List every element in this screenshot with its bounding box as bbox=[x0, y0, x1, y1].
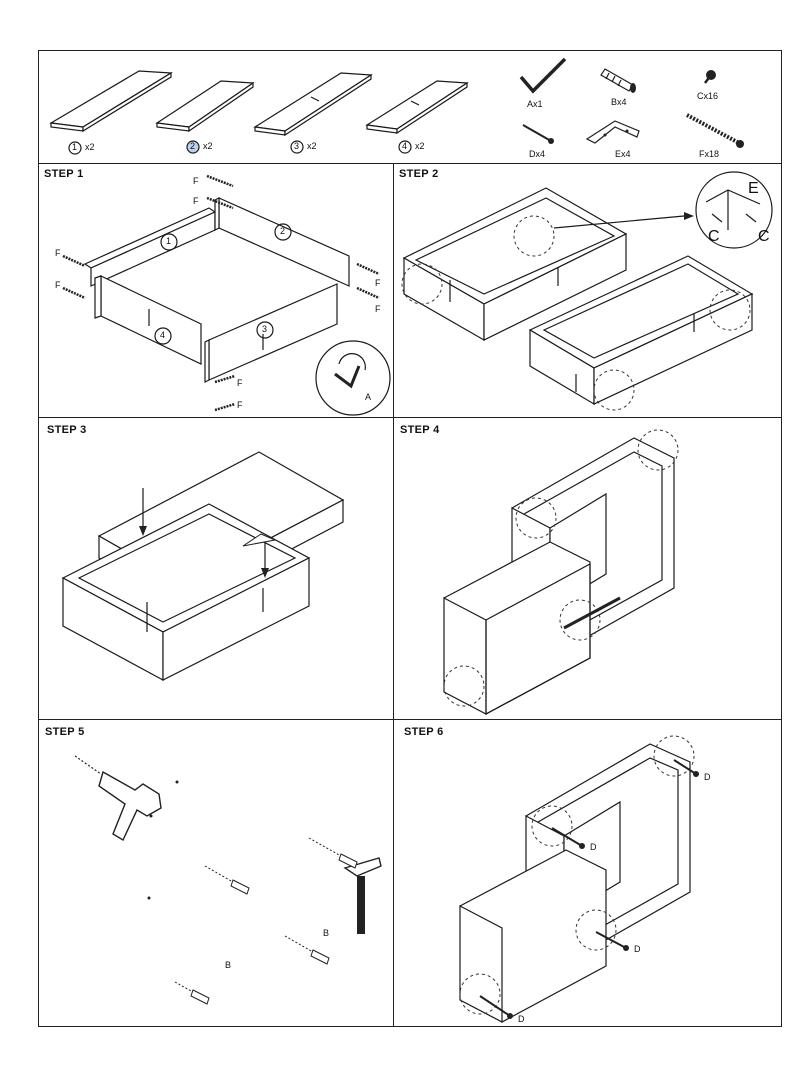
callout-f-1: F bbox=[193, 176, 199, 186]
step-4-panel: STEP 4 bbox=[394, 418, 783, 719]
hardware-d-label: Dx4 bbox=[529, 149, 546, 159]
panel-3-num: 3 bbox=[294, 141, 300, 151]
step-6-label: STEP 6 bbox=[404, 726, 444, 738]
callout-d-4: D bbox=[518, 1014, 525, 1024]
step-1-num-2: 2 bbox=[280, 226, 286, 236]
panel-4-drawing bbox=[365, 80, 469, 135]
step-3-label: STEP 3 bbox=[47, 424, 87, 436]
step-2-drawing bbox=[401, 171, 773, 411]
callout-f-8: F bbox=[237, 378, 243, 388]
step-6-drawing bbox=[459, 735, 699, 1023]
parts-section: 1 x2 2 x2 3 x2 4 x2 Ax1 Bx4 Cx16 Dx4 Ex4… bbox=[39, 51, 783, 163]
panel-2-num: 2 bbox=[190, 141, 196, 151]
cam-bolt-icon bbox=[686, 113, 744, 148]
step-5-drawing bbox=[74, 755, 382, 1005]
callout-e: E bbox=[748, 180, 759, 197]
hardware-f-label: Fx18 bbox=[699, 149, 720, 159]
drill-icon bbox=[74, 755, 162, 841]
panel-2-drawing bbox=[155, 80, 255, 133]
step-3-panel: STEP 3 bbox=[39, 418, 393, 719]
anchor-b-4 bbox=[174, 981, 210, 1005]
callout-b-1: B bbox=[323, 928, 330, 938]
hardware-b-label: Bx4 bbox=[611, 97, 627, 107]
panel-1-drawing bbox=[49, 70, 173, 133]
callout-a: A bbox=[365, 392, 372, 402]
panel-1-num: 1 bbox=[72, 142, 78, 152]
step-5-label: STEP 5 bbox=[45, 726, 85, 738]
step-5-panel: STEP 5 bbox=[39, 720, 393, 1028]
allen-key-icon bbox=[519, 57, 567, 94]
callout-d-2: D bbox=[590, 842, 597, 852]
hammer-icon bbox=[343, 857, 382, 934]
panel-3-qty: x2 bbox=[307, 141, 317, 151]
panel-3-drawing bbox=[253, 72, 373, 137]
panel-4-qty: x2 bbox=[415, 141, 425, 151]
wall-anchor-icon bbox=[600, 68, 636, 93]
step-2-label: STEP 2 bbox=[399, 168, 439, 180]
callout-f-5: F bbox=[375, 278, 381, 288]
panel-1-qty: x2 bbox=[85, 142, 95, 152]
anchor-b-1 bbox=[308, 837, 358, 869]
short-screw-icon bbox=[704, 70, 716, 84]
instruction-sheet: 1 x2 2 x2 3 x2 4 x2 Ax1 Bx4 Cx16 Dx4 Ex4… bbox=[38, 50, 782, 1027]
panel-2-qty: x2 bbox=[203, 141, 213, 151]
callout-b-2: B bbox=[225, 960, 232, 970]
callout-d-1: D bbox=[704, 772, 711, 782]
hardware-a-label: Ax1 bbox=[527, 99, 543, 109]
corner-bracket-icon bbox=[585, 120, 640, 144]
callout-c-right: C bbox=[758, 228, 770, 245]
step-1-drawing bbox=[62, 174, 391, 416]
step-1-num-1: 1 bbox=[166, 236, 172, 246]
panel-4-num: 4 bbox=[402, 141, 408, 151]
callout-f-4: F bbox=[55, 280, 61, 290]
hardware-c-label: Cx16 bbox=[697, 91, 719, 101]
callout-f-6: F bbox=[375, 304, 381, 314]
step-6-panel: STEP 6 D D D bbox=[394, 720, 783, 1028]
callout-f-7: F bbox=[237, 400, 243, 410]
step-1-panel: STEP 1 bbox=[39, 164, 393, 417]
step-3-drawing bbox=[61, 451, 345, 682]
callout-f-3: F bbox=[55, 248, 61, 258]
wall-screw-icon bbox=[522, 124, 554, 144]
hardware-e-label: Ex4 bbox=[615, 149, 631, 159]
callout-f-2: F bbox=[193, 196, 199, 206]
step-1-num-3: 3 bbox=[262, 324, 268, 334]
callout-c-left: C bbox=[708, 228, 720, 245]
step-1-label: STEP 1 bbox=[44, 168, 84, 180]
parts-drawing bbox=[49, 57, 744, 155]
step-2-panel: STEP 2 bbox=[394, 164, 783, 417]
step-4-label: STEP 4 bbox=[400, 424, 440, 436]
callout-d-3: D bbox=[634, 944, 641, 954]
anchor-b-3 bbox=[284, 935, 330, 965]
anchor-b-2 bbox=[204, 865, 250, 895]
step-1-num-4: 4 bbox=[160, 330, 166, 340]
step-4-drawing bbox=[443, 429, 679, 716]
